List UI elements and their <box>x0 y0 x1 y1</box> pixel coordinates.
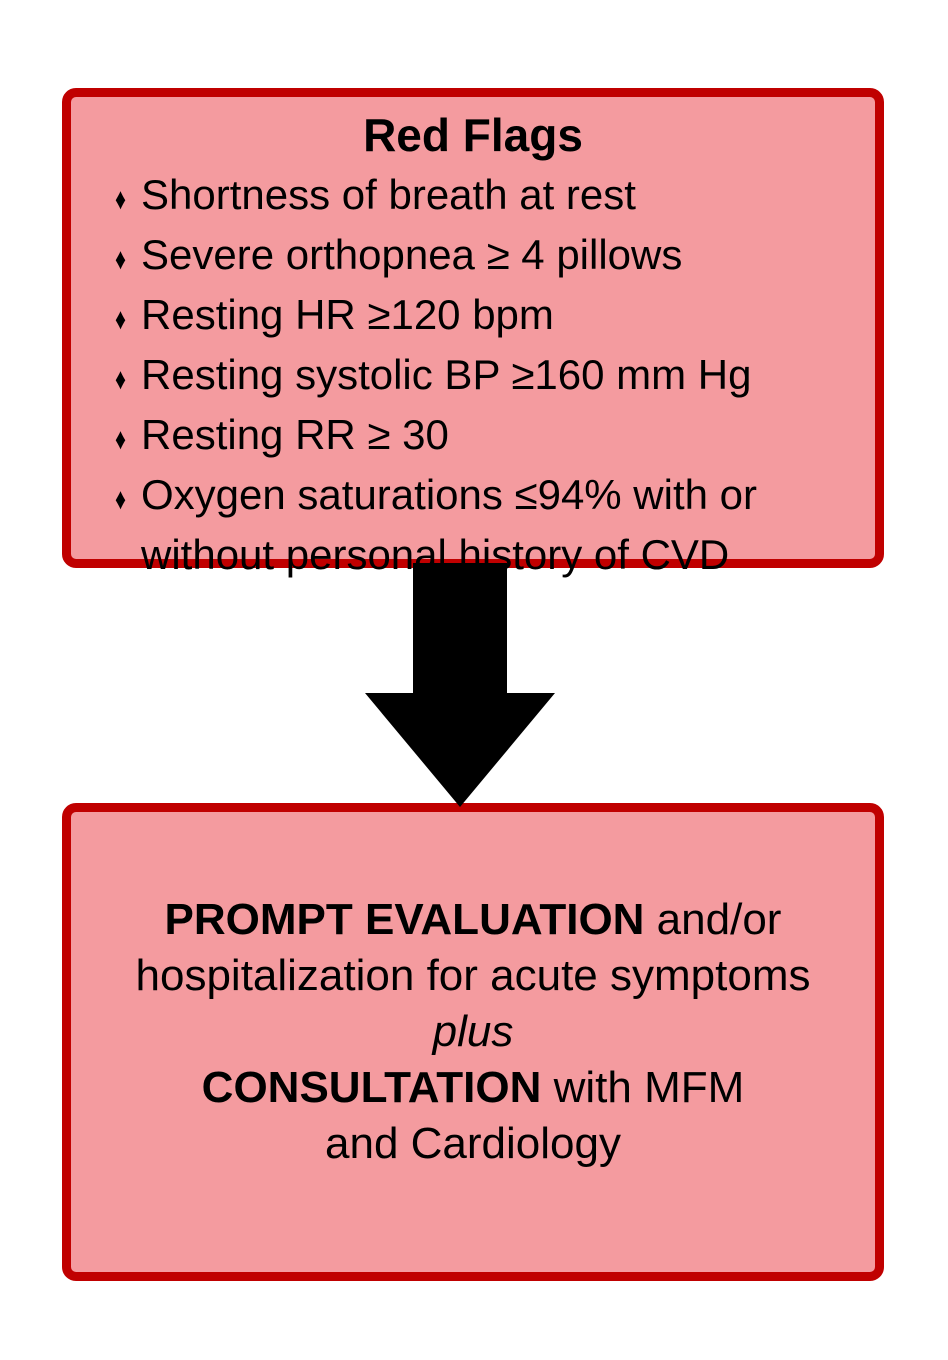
list-item: ♦ Severe orthopnea ≥ 4 pillows <box>115 227 865 287</box>
list-item-text: Resting systolic BP ≥160 mm Hg <box>141 351 752 398</box>
down-arrow-icon <box>365 563 555 808</box>
list-item-text: Resting HR ≥120 bpm <box>141 291 554 338</box>
action-line-4: CONSULTATION with MFM <box>136 1060 811 1116</box>
list-item: ♦ Shortness of breath at rest <box>115 167 865 227</box>
diamond-bullet-icon: ♦ <box>115 243 127 276</box>
list-item: ♦ Resting HR ≥120 bpm <box>115 287 865 347</box>
diamond-bullet-icon: ♦ <box>115 423 127 456</box>
list-item: ♦ Resting RR ≥ 30 <box>115 407 865 467</box>
list-item-text: Oxygen saturations ≤94% with or <box>141 471 758 518</box>
diamond-bullet-icon: ♦ <box>115 303 127 336</box>
diamond-bullet-icon: ♦ <box>115 183 127 216</box>
list-item: ♦ Resting systolic BP ≥160 mm Hg <box>115 347 865 407</box>
list-item-text: Shortness of breath at rest <box>141 171 636 218</box>
andor-text: and/or <box>644 895 782 944</box>
action-line-3: plus <box>432 1007 514 1056</box>
diamond-bullet-icon: ♦ <box>115 363 127 396</box>
diamond-bullet-icon: ♦ <box>115 483 127 516</box>
with-mfm-text: with MFM <box>541 1063 745 1112</box>
red-flags-box: Red Flags ♦ Shortness of breath at rest … <box>62 88 884 578</box>
list-item-text: Resting RR ≥ 30 <box>141 411 449 458</box>
action-box: PROMPT EVALUATION and/or hospitalization… <box>62 803 884 1281</box>
action-line-1: PROMPT EVALUATION and/or <box>136 892 811 948</box>
action-line-2: hospitalization for acute symptoms <box>135 951 811 1000</box>
prompt-evaluation-text: PROMPT EVALUATION <box>164 895 645 944</box>
action-line-5: and Cardiology <box>325 1119 621 1168</box>
consultation-text: CONSULTATION <box>201 1063 542 1112</box>
red-flags-title: Red Flags <box>363 109 583 161</box>
red-flags-list: ♦ Shortness of breath at rest ♦ Severe o… <box>71 167 875 582</box>
list-item: ♦ Oxygen saturations ≤94% with or <box>115 467 865 527</box>
action-text: PROMPT EVALUATION and/or hospitalization… <box>136 892 811 1172</box>
list-item-text: Severe orthopnea ≥ 4 pillows <box>141 231 683 278</box>
